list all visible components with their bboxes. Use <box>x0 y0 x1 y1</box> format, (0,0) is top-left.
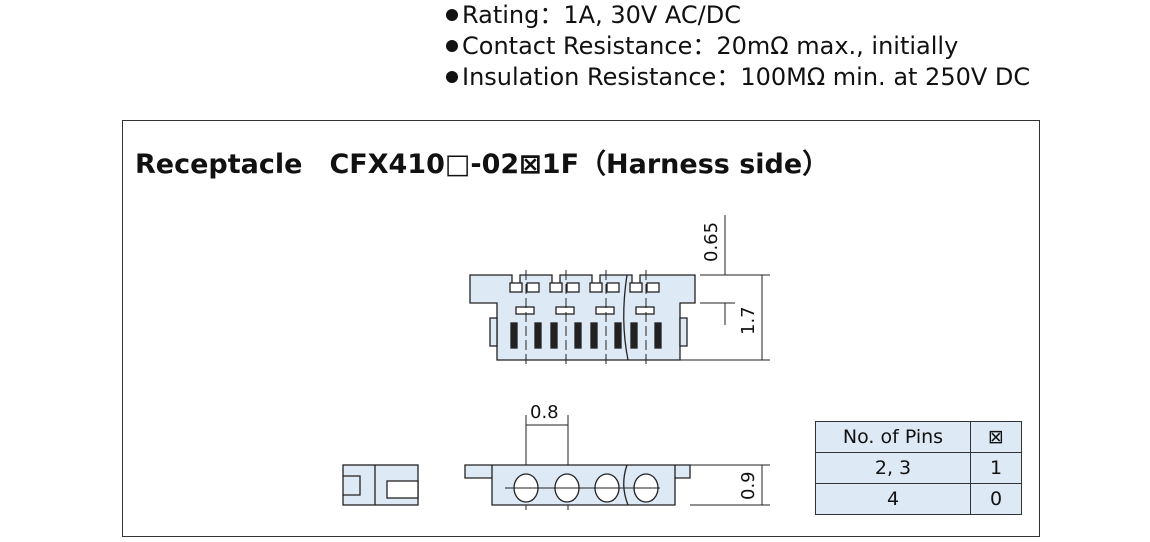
separator: ： <box>692 32 717 60</box>
spec-insulation-resistance: Insulation Resistance：100MΩ min. at 250V… <box>446 62 1030 92</box>
table-header-row: No. of Pins⊠ <box>815 421 1022 453</box>
separator: ： <box>716 63 741 91</box>
drawing-title: Receptacle CFX410□-02⊠1F（Harness side） <box>135 149 830 180</box>
table-cell: 2, 3 <box>815 452 971 484</box>
spec-contact-resistance: Contact Resistance：20mΩ max., initially <box>446 31 958 61</box>
top-view <box>469 270 696 368</box>
dimension-top-offset: 0.65 <box>701 222 722 262</box>
spec-value: 1A, 30V AC/DC <box>563 1 741 29</box>
table-cell: 1 <box>970 452 1022 484</box>
bullet-icon <box>446 9 458 21</box>
drawing-frame <box>122 120 1040 537</box>
bullet-icon <box>446 40 458 52</box>
dimension-lines <box>525 215 770 510</box>
table-cell: 0 <box>970 483 1022 515</box>
dimension-height: 1.7 <box>738 306 759 335</box>
dimension-depth: 0.9 <box>738 471 759 500</box>
dimension-pitch: 0.8 <box>530 402 559 423</box>
spec-label: Contact Resistance <box>462 32 693 60</box>
bullet-icon <box>446 71 458 83</box>
bottom-view <box>464 464 691 506</box>
spec-label: Insulation Resistance <box>462 63 717 91</box>
spec-value: 100MΩ min. at 250V DC <box>740 63 1031 91</box>
table-header: No. of Pins <box>815 421 971 453</box>
side-view <box>342 464 419 506</box>
spec-rating: Rating：1A, 30V AC/DC <box>446 0 741 30</box>
spec-label: Rating <box>462 1 540 29</box>
spec-value: 20mΩ max., initially <box>716 32 959 60</box>
table-cell: 4 <box>815 483 971 515</box>
table-header: ⊠ <box>970 421 1022 453</box>
separator: ： <box>539 1 564 29</box>
